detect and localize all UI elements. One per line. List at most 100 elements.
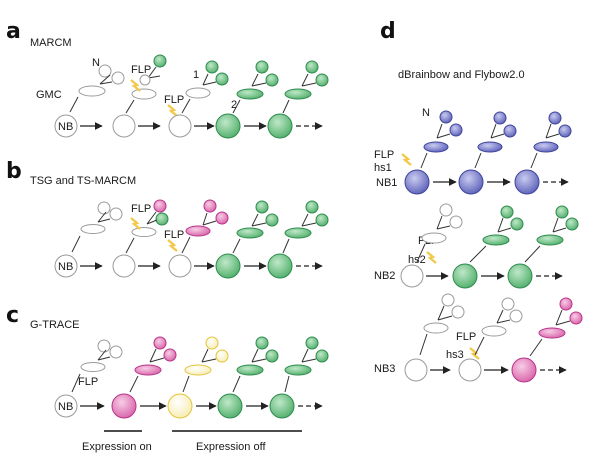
lineage-line xyxy=(251,213,267,227)
nb2-label: NB2 xyxy=(374,270,395,282)
gmc-cell xyxy=(481,325,507,337)
lineage-line xyxy=(125,99,135,114)
lineage-line xyxy=(529,338,543,357)
nb-label: NB xyxy=(58,261,73,273)
gmc-cell-magenta xyxy=(185,225,211,237)
nb-label: NB xyxy=(58,121,73,133)
lineage-line xyxy=(129,375,139,393)
panel-c-letter: c xyxy=(6,303,19,328)
neuron-cell xyxy=(449,215,463,229)
lineage-line xyxy=(97,211,111,223)
neuron-cell xyxy=(109,345,123,359)
lineage-line xyxy=(282,238,290,254)
panel-d: d dBrainbow and Flybow2.0 N FLP hs1 NB1 … xyxy=(374,19,583,383)
neuroblast-cell-blue xyxy=(404,169,430,195)
lineage-line xyxy=(555,309,571,326)
flp-flash-icon xyxy=(167,239,178,252)
neuroblast-cell-magenta xyxy=(511,357,537,383)
flp-flash-icon xyxy=(469,347,480,360)
lineage-line xyxy=(181,98,191,114)
flp-flash-icon xyxy=(130,79,141,92)
neuron-cell-blue xyxy=(558,124,572,138)
neuroblast-cell xyxy=(54,394,78,418)
gmc-cell-blue xyxy=(477,141,503,153)
nb-label: NB xyxy=(58,401,73,413)
gmc-cell-magenta xyxy=(134,364,162,376)
neuroblast-cell-green xyxy=(452,263,478,289)
flp-flash-icon xyxy=(167,104,178,117)
neuron-cell xyxy=(98,64,112,78)
flp-label: FLP xyxy=(131,203,151,215)
lineage-line xyxy=(419,333,428,356)
neuroblast-cell xyxy=(404,358,428,382)
lineage-line xyxy=(71,235,81,253)
lineage-line xyxy=(232,99,241,114)
neuron-cell-green xyxy=(305,336,319,350)
neuron-cell-yellow xyxy=(205,336,219,350)
neuron-cell-blue xyxy=(493,111,507,125)
neuroblast-cell xyxy=(168,254,192,278)
gmc-cell xyxy=(131,227,157,237)
neuron-cell xyxy=(97,201,111,215)
gmc-cell-green xyxy=(284,227,312,239)
lineage-line xyxy=(552,217,567,233)
neuroblast-cell-yellow xyxy=(167,393,193,419)
lineage-line xyxy=(436,215,451,230)
gmc-cell-green xyxy=(536,234,564,246)
lineage-line xyxy=(490,123,505,139)
lineage-line xyxy=(416,243,426,263)
hs-label: hs2 xyxy=(408,254,426,266)
neuron-cell-green xyxy=(315,73,329,87)
lineage-line xyxy=(147,66,161,79)
neuron-cell xyxy=(139,74,151,86)
lineage-line xyxy=(99,74,113,85)
neuroblast-cell xyxy=(54,254,78,278)
neuron-cell xyxy=(111,71,125,85)
neuroblast-cell xyxy=(400,264,424,288)
neuroblast-cell-magenta xyxy=(111,393,137,419)
neuron-cell-green xyxy=(155,212,169,226)
neuroblast-cell xyxy=(112,114,136,138)
neuron-cell-green xyxy=(205,60,219,74)
neuron-cell-magenta xyxy=(163,348,177,362)
neuron-cell xyxy=(109,207,123,221)
gmc-cell-green xyxy=(284,88,312,100)
neuron-cell-green xyxy=(510,217,524,231)
neuron-cell-green xyxy=(255,60,269,74)
gmc-cell xyxy=(423,322,449,334)
neuron-cell xyxy=(97,339,111,353)
gmc-cell xyxy=(80,362,106,372)
neuroblast-cell xyxy=(112,254,136,278)
neuron-cell-blue xyxy=(503,124,517,138)
neuroblast-cell-green xyxy=(215,253,241,279)
panel-c: c G-TRACE FLP NB xyxy=(6,303,329,453)
neuron-cell-blue xyxy=(439,110,453,124)
panel-c-title: G-TRACE xyxy=(30,319,80,331)
lineage-line xyxy=(282,99,290,114)
flp-label: FLP xyxy=(374,149,394,161)
lineage-line xyxy=(474,152,482,169)
flp-label: FLP xyxy=(131,64,151,76)
neuron-cell-green xyxy=(305,60,319,74)
lineage-line xyxy=(125,237,135,254)
lineage-line xyxy=(251,348,267,363)
neuron-cell-magenta xyxy=(559,297,573,311)
nb3-label: NB3 xyxy=(374,363,395,375)
lineage-line xyxy=(474,336,485,356)
gmc-cell xyxy=(78,85,106,97)
neuroblast-cell xyxy=(54,114,78,138)
neuron-cell-magenta xyxy=(215,211,229,225)
lineage-line xyxy=(71,373,81,393)
neuron-cell xyxy=(501,297,515,311)
neuron-cell-magenta xyxy=(153,199,167,213)
lineage-line xyxy=(301,213,317,227)
neuron-cell-green xyxy=(255,336,269,350)
neuroblast-cell-green xyxy=(215,113,241,139)
neuron-cell-green xyxy=(265,73,279,87)
neuron-cell-green xyxy=(555,205,569,219)
gmc-cell xyxy=(131,88,157,100)
flp-label: FLP xyxy=(164,229,184,241)
lineage-line xyxy=(251,73,267,87)
gmc-cell-magenta xyxy=(538,327,566,339)
neuron-cell-green xyxy=(215,72,229,86)
